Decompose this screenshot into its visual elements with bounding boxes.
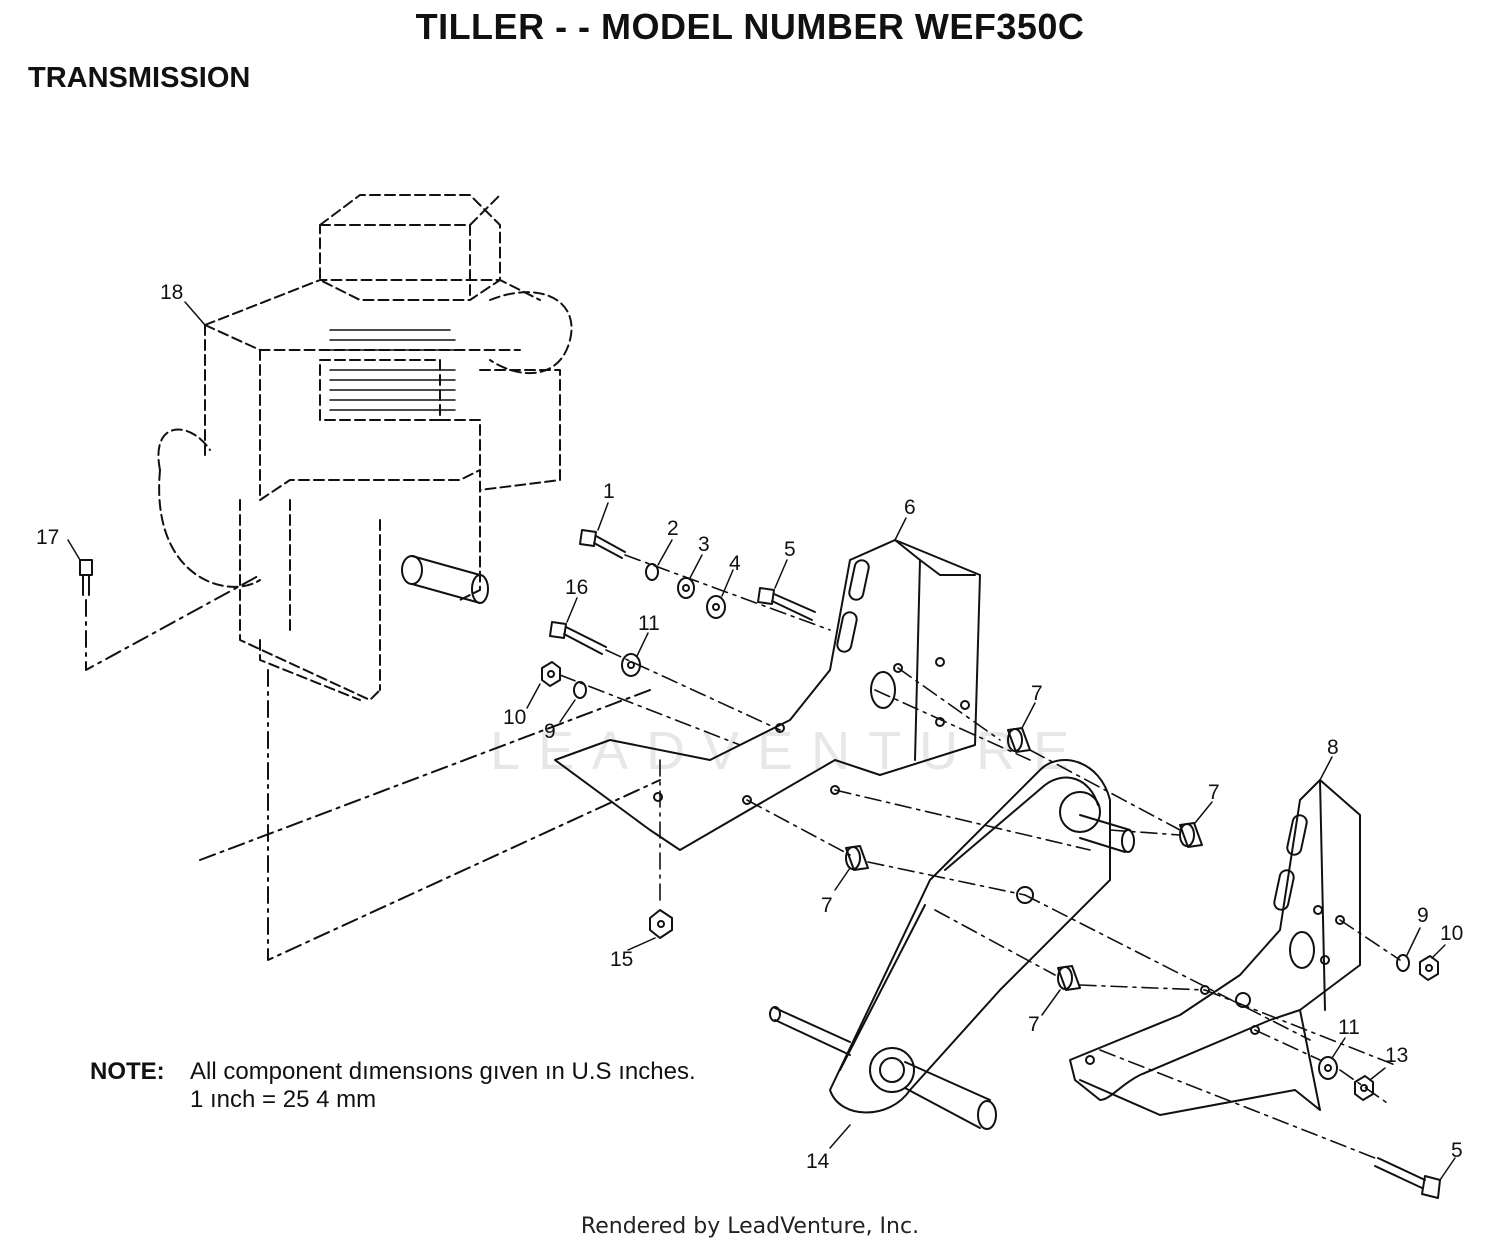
callout-leaders bbox=[67, 301, 1456, 1181]
output-axle bbox=[769, 1006, 997, 1130]
spacer-7-b bbox=[1179, 822, 1203, 848]
engine-assembly bbox=[157, 194, 573, 701]
assembly-leaders bbox=[559, 554, 1401, 1159]
engine-output-shaft bbox=[401, 555, 489, 604]
callout-5-top: 5 bbox=[784, 538, 796, 561]
nut-10-right bbox=[1419, 955, 1439, 981]
callout-9-left: 9 bbox=[544, 720, 556, 743]
note-label: NOTE: bbox=[90, 1058, 165, 1085]
callout-7-d: 7 bbox=[1028, 1013, 1040, 1036]
callout-3: 3 bbox=[698, 533, 710, 556]
spacer-7-a bbox=[1007, 727, 1031, 753]
engine-cooling-fins bbox=[329, 329, 456, 411]
callout-16: 16 bbox=[565, 576, 588, 599]
dimension-note: NOTE: All component dımensıons gıven ın U… bbox=[90, 1058, 696, 1114]
leader-engine-front bbox=[199, 689, 651, 861]
callout-17: 17 bbox=[36, 526, 59, 549]
washer-9-right bbox=[1396, 954, 1410, 972]
input-shaft bbox=[1079, 814, 1135, 853]
callout-9-right: 9 bbox=[1417, 904, 1429, 927]
bolt-17 bbox=[79, 559, 93, 596]
nut-10-left bbox=[541, 661, 561, 687]
note-line-1: All component dımensıons gıven ın U.S ın… bbox=[190, 1058, 696, 1085]
spacer-7-d bbox=[1057, 965, 1081, 991]
callout-11-bottom: 11 bbox=[1338, 1016, 1360, 1039]
washer-2 bbox=[645, 563, 659, 581]
bolt-16 bbox=[549, 621, 607, 655]
callout-5-bottom: 5 bbox=[1451, 1139, 1463, 1162]
page-title: TILLER - - MODEL NUMBER WEF350C bbox=[415, 6, 1085, 47]
washer-9-left bbox=[573, 681, 587, 699]
spacer-7-c bbox=[845, 845, 869, 871]
bolt-5-bottom bbox=[1374, 1157, 1441, 1199]
callout-14: 14 bbox=[806, 1150, 830, 1173]
callout-11-top: 11 bbox=[638, 612, 660, 635]
nut-15 bbox=[649, 909, 673, 939]
footer-credit: Rendered by LeadVenture, Inc. bbox=[580, 1214, 920, 1239]
callout-15: 15 bbox=[610, 948, 633, 971]
note-line-2: 1 ınch = 25 4 mm bbox=[190, 1086, 377, 1113]
right-bracket bbox=[1069, 779, 1361, 1116]
leader-engine-base bbox=[267, 669, 661, 961]
bolt-5-top bbox=[757, 587, 816, 621]
chain-case bbox=[829, 759, 1111, 1114]
callout-18: 18 bbox=[160, 281, 183, 304]
callout-1: 1 bbox=[603, 480, 615, 503]
callout-4: 4 bbox=[729, 552, 741, 575]
washer-11-bottom bbox=[1318, 1056, 1338, 1080]
callout-13: 13 bbox=[1385, 1044, 1408, 1067]
callout-2: 2 bbox=[667, 517, 679, 540]
left-bracket bbox=[554, 539, 981, 851]
leader-17 bbox=[85, 574, 261, 671]
callout-7-b: 7 bbox=[1208, 781, 1220, 804]
washer-3 bbox=[677, 577, 695, 599]
section-title: TRANSMISSION bbox=[28, 62, 251, 94]
bolt-1 bbox=[579, 529, 626, 559]
callout-7-a: 7 bbox=[1031, 682, 1043, 705]
callout-10-right: 10 bbox=[1440, 922, 1463, 945]
callout-7-c: 7 bbox=[821, 894, 833, 917]
callout-10-left: 10 bbox=[503, 706, 526, 729]
callout-8: 8 bbox=[1327, 736, 1339, 759]
callout-6: 6 bbox=[904, 496, 916, 519]
washer-4 bbox=[706, 595, 726, 619]
